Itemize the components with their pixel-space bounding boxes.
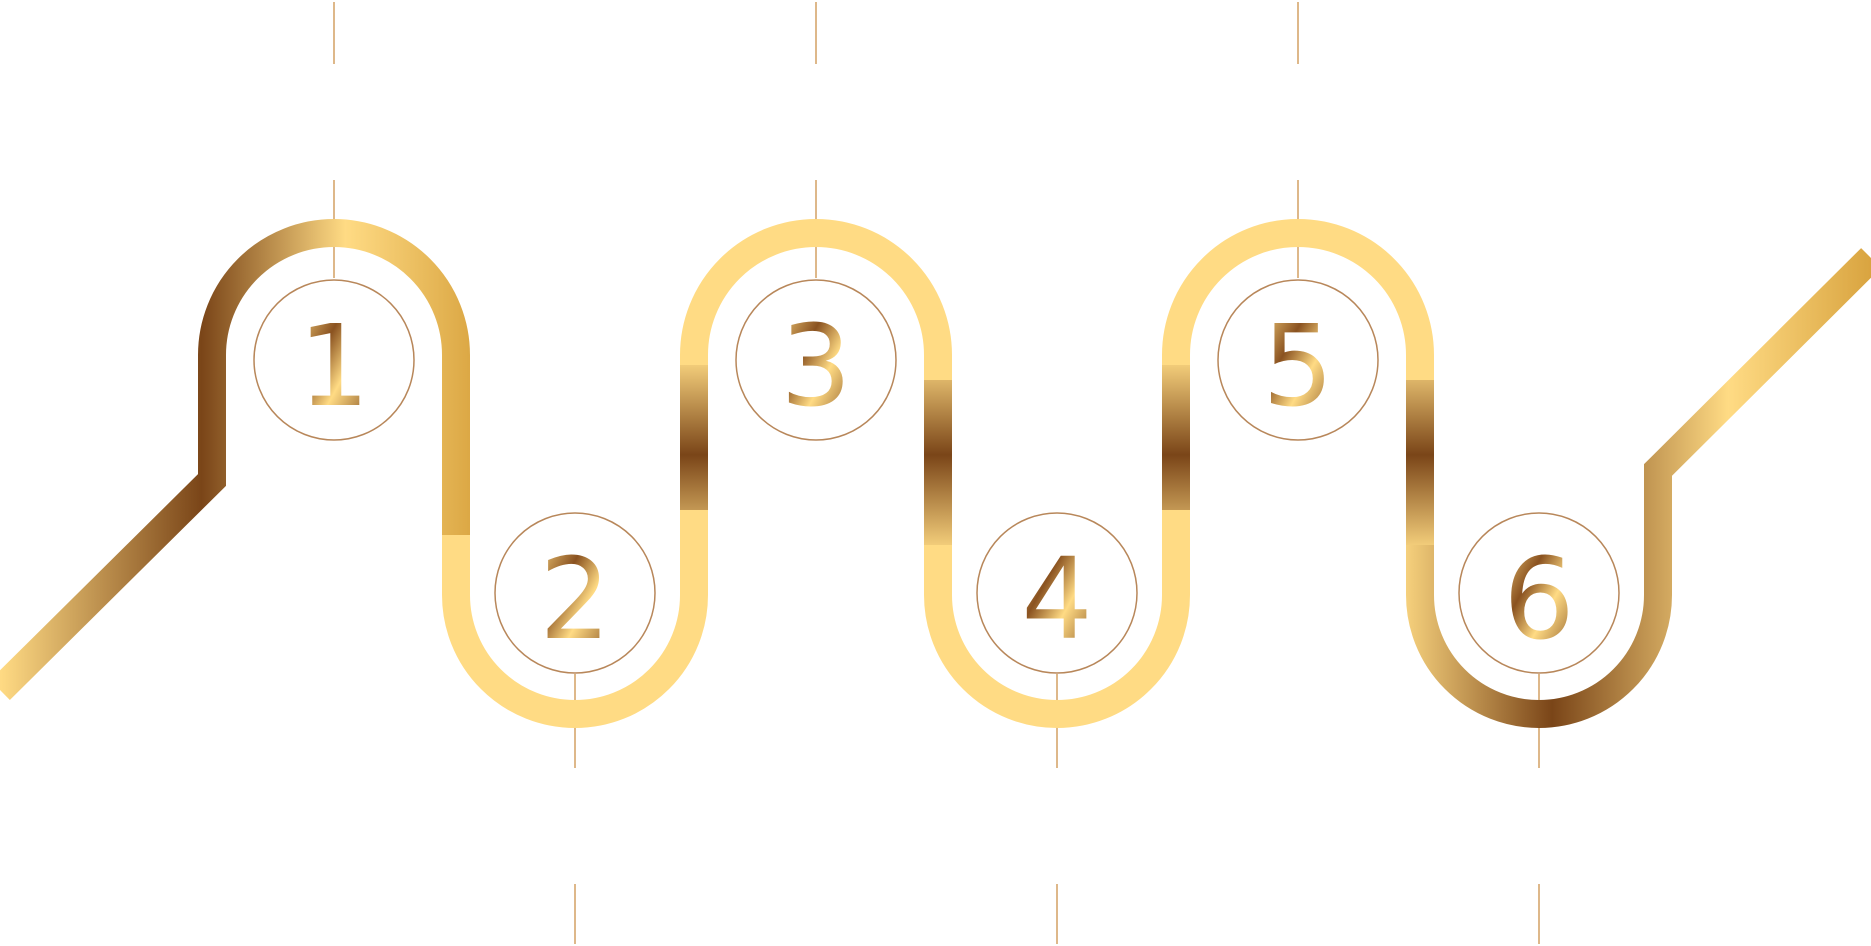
step-circles	[253, 279, 1620, 674]
step-number-3: 3	[780, 302, 851, 432]
winding-ribbon	[0, 219, 1871, 728]
step-number-6: 6	[1503, 535, 1574, 665]
ribbon-segment-right	[1406, 248, 1871, 728]
step-number-1: 1	[298, 302, 369, 432]
step-numbers: 1 2 3 4 5 6	[298, 302, 1574, 665]
step-circle-4	[976, 512, 1138, 674]
step-circle-1	[253, 279, 415, 441]
step-circle-6	[1458, 512, 1620, 674]
step-number-4: 4	[1021, 535, 1092, 665]
step-circle-5	[1217, 279, 1379, 441]
step-number-2: 2	[539, 535, 610, 665]
ribbon-segment-left	[0, 219, 470, 700]
step-number-5: 5	[1262, 302, 1333, 432]
step-circle-2	[494, 512, 656, 674]
step-circle-3	[735, 279, 897, 441]
